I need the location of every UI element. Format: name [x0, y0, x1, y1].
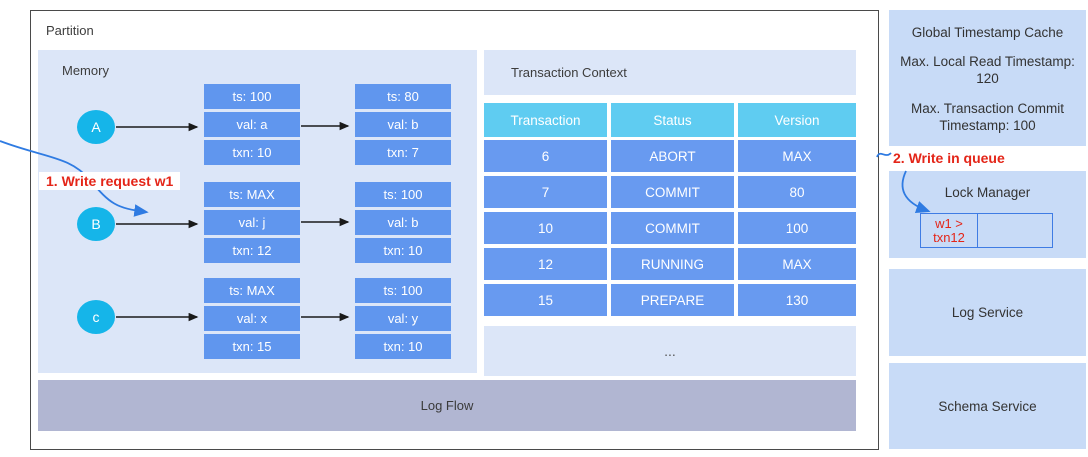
- version-box-b1: ts: MAX val: j txn: 12: [204, 182, 300, 263]
- version-cell-val: val: x: [204, 306, 300, 331]
- cell-version: 100: [738, 212, 856, 244]
- cell-transaction: 10: [484, 212, 607, 244]
- column-header-status: Status: [611, 103, 734, 137]
- cell-version: MAX: [738, 248, 856, 280]
- cell-version: 80: [738, 176, 856, 208]
- version-cell-txn: txn: 10: [355, 238, 451, 263]
- version-box-b2: ts: 100 val: b txn: 10: [355, 182, 451, 263]
- schema-service-title: Schema Service: [938, 398, 1037, 414]
- version-cell-txn: txn: 12: [204, 238, 300, 263]
- memory-node-a: A: [77, 110, 115, 144]
- write-queue-connector-line: [876, 152, 892, 158]
- ellipsis-label: ...: [664, 343, 676, 359]
- schema-service-panel: Schema Service: [889, 363, 1086, 449]
- cell-transaction: 7: [484, 176, 607, 208]
- version-cell-val: val: j: [204, 210, 300, 235]
- version-cell-ts: ts: MAX: [204, 278, 300, 303]
- table-row: 6 ABORT MAX: [484, 140, 856, 172]
- lock-manager-title: Lock Manager: [944, 185, 1031, 200]
- version-box-c1: ts: MAX val: x txn: 15: [204, 278, 300, 359]
- version-cell-ts: ts: MAX: [204, 182, 300, 207]
- version-cell-ts: ts: 100: [355, 182, 451, 207]
- cell-transaction: 12: [484, 248, 607, 280]
- version-box-c2: ts: 100 val: y txn: 10: [355, 278, 451, 359]
- version-cell-txn: txn: 10: [355, 334, 451, 359]
- memory-node-c: c: [77, 300, 115, 334]
- version-cell-ts: ts: 80: [355, 84, 451, 109]
- write-in-queue-annotation: 2. Write in queue: [893, 150, 1005, 166]
- table-row: 7 COMMIT 80: [484, 176, 856, 208]
- partition-label: Partition: [46, 23, 94, 38]
- global-timestamp-cache-panel: Global Timestamp Cache Max. Local Read T…: [889, 10, 1086, 146]
- cell-status: PREPARE: [611, 284, 734, 316]
- log-service-panel: Log Service: [889, 269, 1086, 356]
- write-request-annotation: 1. Write request w1: [39, 172, 181, 190]
- table-row: 15 PREPARE 130: [484, 284, 856, 316]
- log-service-title: Log Service: [951, 305, 1024, 320]
- table-row: 10 COMMIT 100: [484, 212, 856, 244]
- cell-transaction: 6: [484, 140, 607, 172]
- version-cell-val: val: b: [355, 210, 451, 235]
- version-cell-val: val: b: [355, 112, 451, 137]
- version-cell-txn: txn: 15: [204, 334, 300, 359]
- version-cell-ts: ts: 100: [204, 84, 300, 109]
- lock-queue-empty-slot: [978, 214, 1052, 247]
- transaction-context-table: Transaction Status Version 6 ABORT MAX 7…: [484, 103, 856, 320]
- memory-node-b: B: [77, 207, 115, 241]
- table-row: 12 RUNNING MAX: [484, 248, 856, 280]
- log-flow-label: Log Flow: [420, 398, 474, 413]
- lock-queue-entry: w1 > txn12: [921, 214, 978, 247]
- max-local-read-timestamp: Max. Local Read Timestamp: 120: [900, 54, 1075, 86]
- cell-status: COMMIT: [611, 176, 734, 208]
- cell-status: COMMIT: [611, 212, 734, 244]
- cell-transaction: 15: [484, 284, 607, 316]
- version-cell-txn: txn: 10: [204, 140, 300, 165]
- transaction-context-title: Transaction Context: [511, 65, 627, 80]
- column-header-version: Version: [738, 103, 856, 137]
- table-header-row: Transaction Status Version: [484, 103, 856, 137]
- column-header-transaction: Transaction: [484, 103, 607, 137]
- lock-manager-panel: Lock Manager: [889, 171, 1086, 258]
- max-transaction-commit-timestamp: Max. Transaction Commit Timestamp: 100: [910, 101, 1065, 133]
- cell-status: RUNNING: [611, 248, 734, 280]
- version-cell-val: val: y: [355, 306, 451, 331]
- version-box-a2: ts: 80 val: b txn: 7: [355, 84, 451, 165]
- lock-queue: w1 > txn12: [920, 213, 1053, 248]
- table-ellipsis-row: ...: [484, 326, 856, 376]
- memory-label: Memory: [62, 63, 109, 78]
- cell-version: 130: [738, 284, 856, 316]
- cell-status: ABORT: [611, 140, 734, 172]
- version-box-a1: ts: 100 val: a txn: 10: [204, 84, 300, 165]
- version-cell-ts: ts: 100: [355, 278, 451, 303]
- cell-version: MAX: [738, 140, 856, 172]
- global-timestamp-cache-title: Global Timestamp Cache: [911, 25, 1064, 40]
- version-cell-val: val: a: [204, 112, 300, 137]
- transaction-context-header: Transaction Context: [484, 50, 856, 95]
- version-cell-txn: txn: 7: [355, 140, 451, 165]
- log-flow-bar: Log Flow: [38, 380, 856, 431]
